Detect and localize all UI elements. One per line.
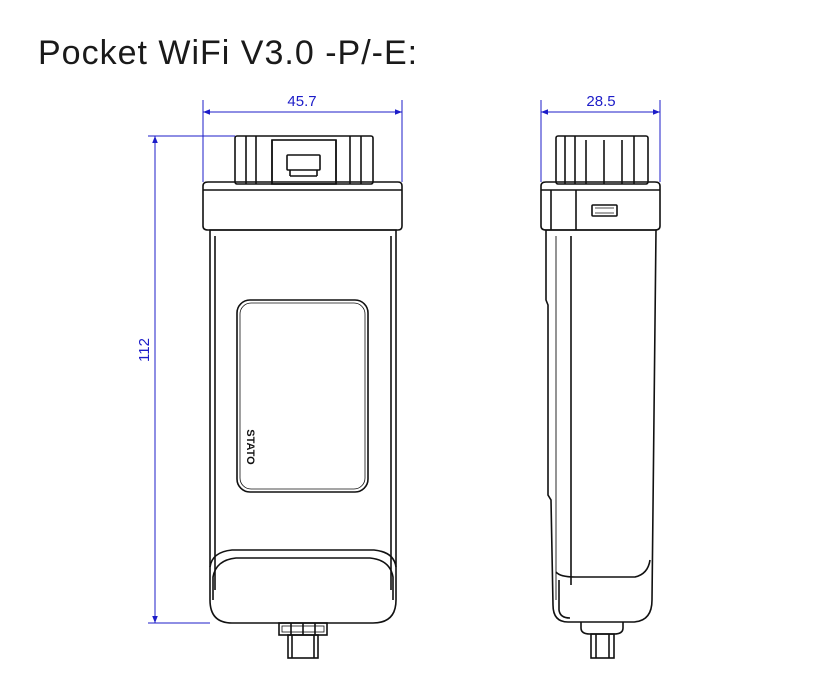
dimension-height: 112 (136, 135, 235, 624)
front-cap (202, 181, 403, 231)
device-label: STATO (244, 429, 256, 465)
side-width-label: 28.5 (586, 93, 615, 110)
front-connector (234, 135, 374, 185)
dimension-side-width: 28.5 (540, 93, 661, 182)
page-title: Pocket WiFi V3.0 -P/-E: (38, 34, 419, 72)
front-body (209, 229, 397, 624)
status-window (236, 299, 369, 493)
front-width-label: 45.7 (287, 93, 316, 110)
front-bottom-band (209, 549, 397, 600)
side-antenna-connector (580, 622, 624, 659)
side-body (545, 229, 657, 623)
side-cap (540, 181, 661, 231)
front-view (202, 135, 403, 659)
side-connector (555, 135, 649, 185)
height-label: 112 (136, 338, 153, 362)
dimension-front-width: 45.7 (202, 93, 403, 182)
front-antenna-connector (278, 622, 328, 659)
side-view (540, 135, 661, 659)
